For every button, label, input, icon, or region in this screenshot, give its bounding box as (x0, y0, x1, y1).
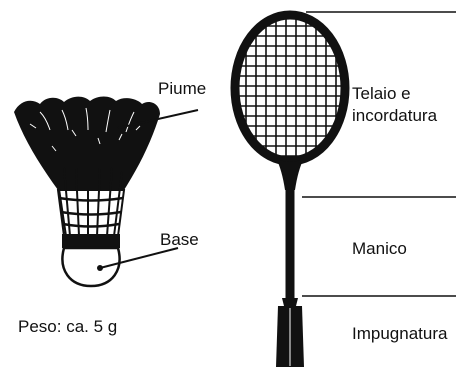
racket-illustration (220, 0, 360, 367)
racket-frame (235, 15, 345, 161)
frame-label-line1: Telaio e (352, 83, 437, 105)
shaft-label: Manico (352, 238, 407, 260)
shuttlecock-base (62, 248, 119, 286)
frame-label-line2: incordatura (352, 105, 437, 127)
grip-label: Impugnatura (352, 323, 447, 345)
racket-strings (220, 0, 360, 180)
weight-label: Peso: ca. 5 g (18, 316, 117, 338)
feathers-label: Piume (158, 78, 206, 100)
shuttlecock-band (62, 234, 120, 248)
base-label: Base (160, 229, 199, 251)
frame-and-strings-label: Telaio e incordatura (352, 83, 437, 127)
racket-shaft (286, 188, 295, 300)
racket-throat (276, 158, 304, 190)
